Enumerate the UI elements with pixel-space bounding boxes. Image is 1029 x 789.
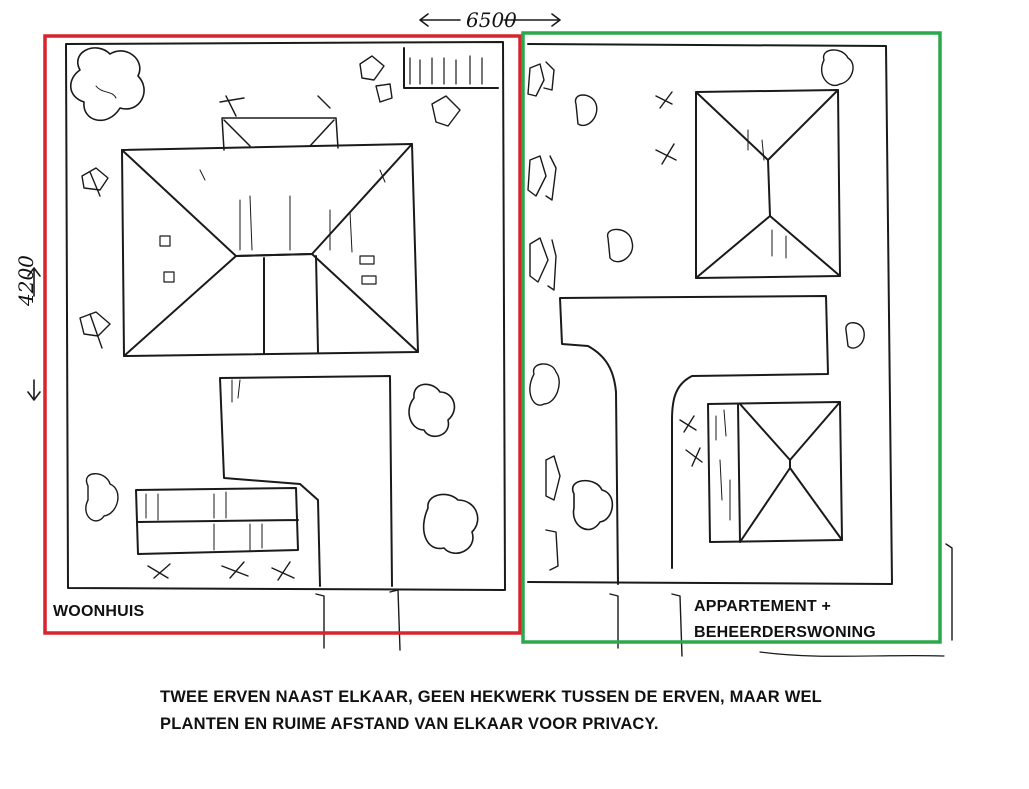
tree-right-1 — [408, 383, 456, 438]
appartement-label-line2: BEHEERDERSWONING — [694, 624, 876, 641]
caption-line1: TWEE ERVEN NAAST ELKAAR, GEEN HEKWERK TU… — [160, 688, 822, 706]
caption-line2: PLANTEN EN RUIME AFSTAND VAN ELKAAR VOOR… — [160, 715, 659, 733]
woonhuis-frame — [43, 34, 522, 635]
dimension-width-arrow — [419, 13, 561, 27]
shrub-bottom-left — [85, 473, 119, 522]
appartement-plot — [527, 43, 953, 657]
dimension-height-arrow — [27, 267, 41, 401]
tree-right-2 — [422, 493, 479, 554]
main-house-roof — [121, 143, 419, 357]
tree-top-left — [69, 47, 145, 122]
woonhuis-plot — [65, 41, 506, 651]
annex — [135, 487, 299, 555]
dimension-height-label: 4200 — [14, 255, 38, 306]
appartement-label-line1: APPARTEMENT + — [694, 598, 831, 615]
dimension-width-label: 6500 — [466, 8, 517, 32]
shrub-left-1 — [81, 167, 109, 197]
caption: TWEE ERVEN NAAST ELKAAR, GEEN HEKWERK TU… — [160, 684, 920, 738]
appartement-frame — [521, 31, 942, 644]
shrub-left-2 — [79, 311, 111, 349]
appartement-label: APPARTEMENT + BEHEERDERSWONING — [694, 594, 876, 646]
woonhuis-label: WOONHUIS — [53, 603, 145, 620]
